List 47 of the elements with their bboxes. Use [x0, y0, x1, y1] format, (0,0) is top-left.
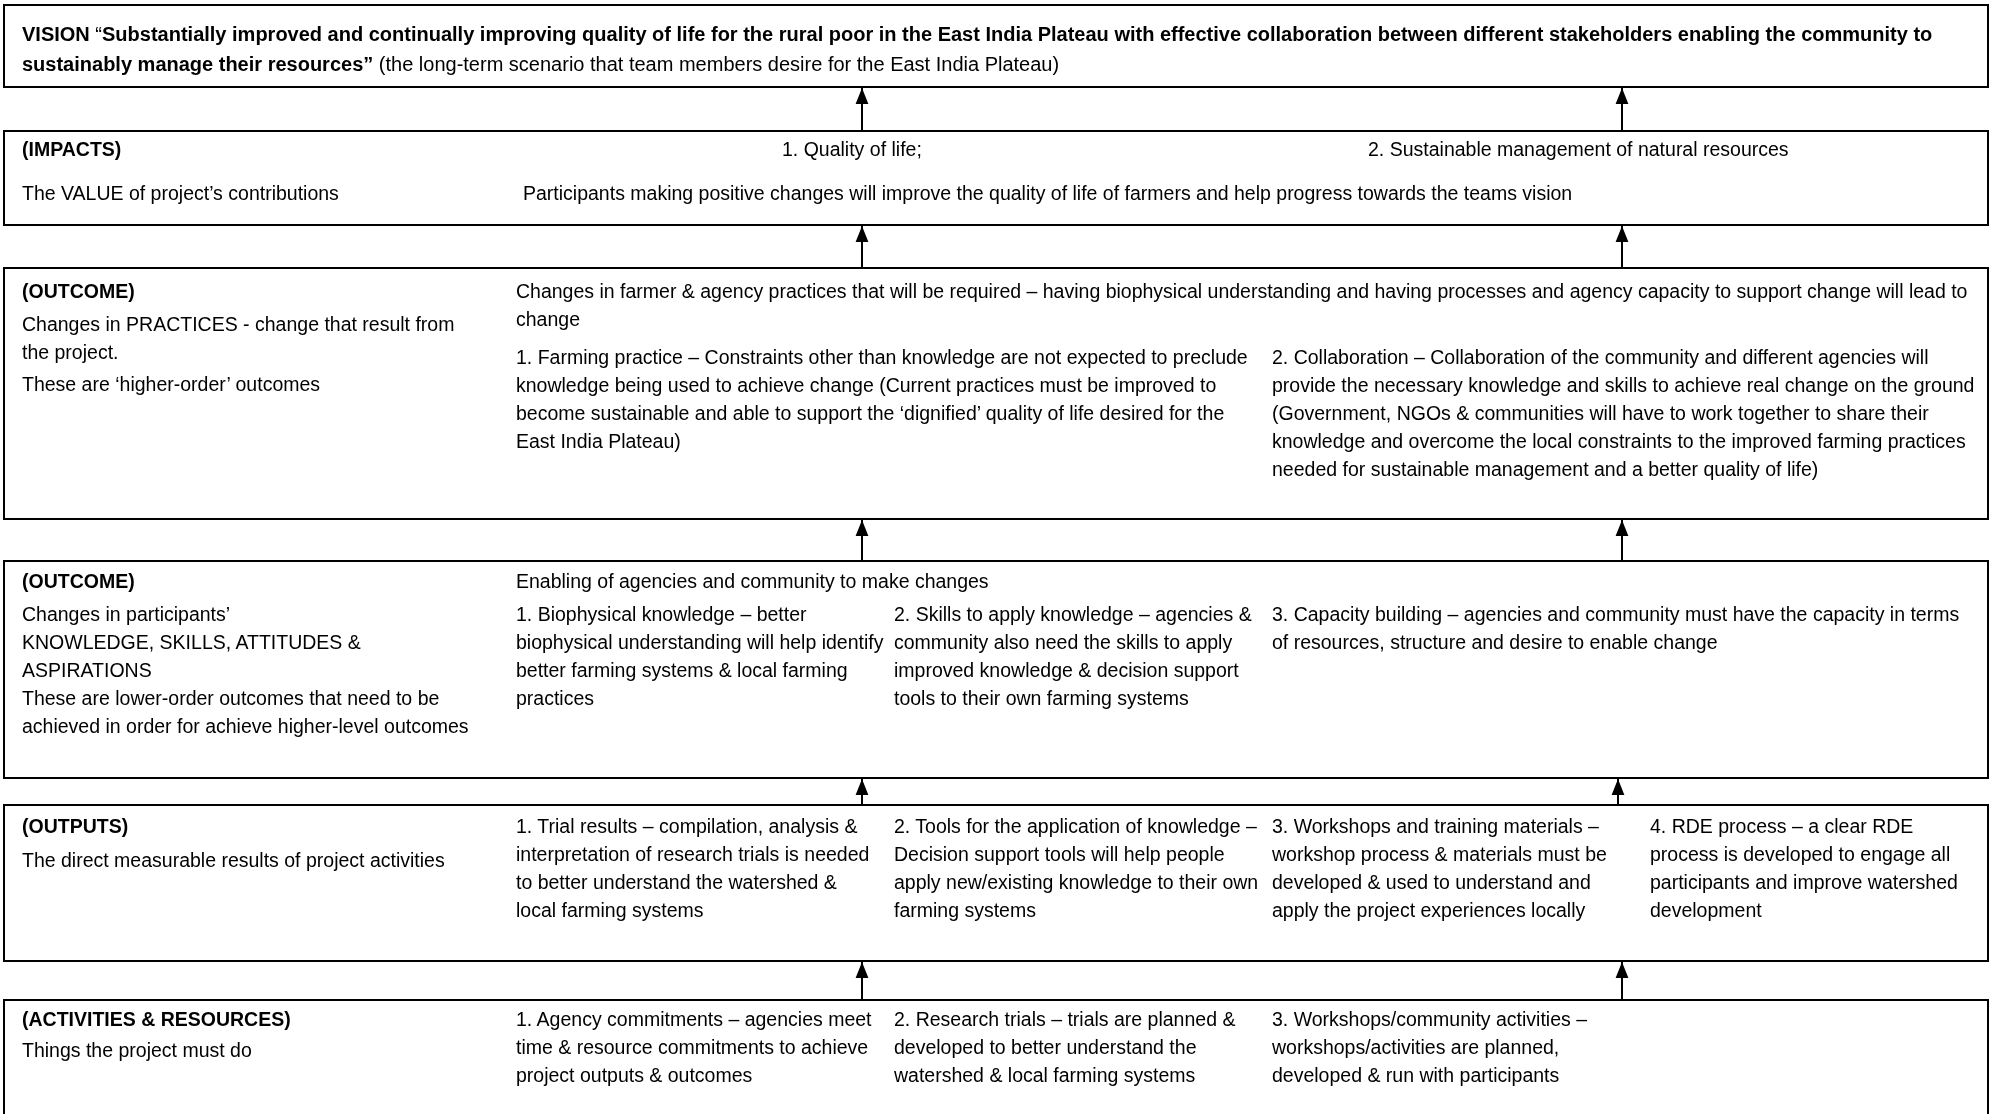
row-heading: (OUTCOME)	[22, 279, 136, 304]
description-text: KNOWLEDGE, SKILLS, ATTITUDES & ASPIRATIONS	[22, 630, 362, 683]
description-text: 1. Quality of life;	[782, 137, 923, 162]
arrow	[1615, 87, 1629, 131]
description-text: Enabling of agencies and community to make changes	[516, 569, 990, 594]
row-panel	[3, 267, 1989, 520]
description-text: Changes in participants’	[22, 602, 232, 627]
row-heading: (OUTPUTS)	[22, 814, 130, 839]
description-text: The direct measurable results of project activities	[22, 848, 446, 873]
description-text: 4. RDE process – a clear RDE process is developed to engage all participants and improve watershed development	[1650, 814, 1959, 923]
description-text: 3. Capacity building – agencies and community must have the capacity in terms of resources, structure and desire to enable change	[1272, 602, 1961, 655]
vision-statement: VISION “Substantially improved and continually improving quality of life for the rural poor in the East India Plateau with effective collaboration between different stakeholders enabling the community to sustainably manage their resources” (the long-term scenario that team members desire for the East India Plateau)	[22, 22, 1934, 77]
description-text: Participants making positive changes will improve the quality of life of farmers and help progress towards the teams vision	[523, 181, 1574, 206]
row-panel	[3, 130, 1989, 226]
arrow	[855, 87, 869, 131]
row-panel	[3, 4, 1989, 88]
arrow	[1615, 961, 1629, 1000]
description-text: 3. Workshops and training materials – workshop process & materials must be developed & used to understand and apply the project experiences locally	[1272, 814, 1608, 923]
description-text: The VALUE of project’s contributions	[22, 181, 340, 206]
description-text: Things the project must do	[22, 1038, 253, 1063]
row-heading: (IMPACTS)	[22, 137, 123, 162]
description-text: 1. Farming practice – Constraints other than knowledge are not expected to preclude knowledge being used to achieve change (Current practices must be improved to become sustainable and able to support the ‘dignified’ quality of life desired for the East India Plateau)	[516, 345, 1249, 454]
arrow	[1611, 778, 1625, 805]
description-text: 1. Agency commitments – agencies meet time & resource commitments to achieve project outputs & outcomes	[516, 1007, 873, 1088]
description-text: Changes in PRACTICES - change that result from the project.	[22, 312, 456, 365]
row-heading: (OUTCOME)	[22, 569, 136, 594]
row-panel	[3, 999, 1989, 1114]
description-text: 3. Workshops/community activities – workshops/activities are planned, developed & run with participants	[1272, 1007, 1588, 1088]
arrow	[855, 225, 869, 268]
description-text: 2. Tools for the application of knowledge – Decision support tools will help people apply new/existing knowledge to their own farming systems	[894, 814, 1259, 923]
arrow	[855, 519, 869, 561]
arrow	[1615, 225, 1629, 268]
description-text: These are ‘higher-order’ outcomes	[22, 372, 322, 397]
row-panel	[3, 804, 1989, 962]
row-panel	[3, 560, 1989, 779]
row-heading: (ACTIVITIES & RESOURCES)	[22, 1007, 292, 1032]
description-text: 1. Trial results – compilation, analysis & interpretation of research trials is needed to better understand the watershed & local farming systems	[516, 814, 871, 923]
description-text: 1. Biophysical knowledge – better biophysical understanding will help identify better farming systems & local farming practices	[516, 602, 885, 711]
description-text: These are lower-order outcomes that need to be achieved in order for achieve higher-level outcomes	[22, 686, 470, 739]
description-text: Changes in farmer & agency practices that will be required – having biophysical understanding and having processes and agency capacity to support change will lead to change	[516, 279, 1969, 332]
description-text: 2. Sustainable management of natural resources	[1368, 137, 1790, 162]
arrow	[1615, 519, 1629, 561]
arrow	[855, 961, 869, 1000]
description-text: 2. Skills to apply knowledge – agencies & community also need the skills to apply improved knowledge & decision support tools to their own farming systems	[894, 602, 1253, 711]
arrow	[855, 778, 869, 805]
description-text: 2. Research trials – trials are planned & developed to better understand the watershed & local farming systems	[894, 1007, 1237, 1088]
description-text: 2. Collaboration – Collaboration of the community and different agencies will provide the necessary knowledge and skills to achieve real change on the ground (Government, NGOs & communities will have to work together to share their knowledge and overcome the local constraints to the improved farming practices needed for sustainable management and a better quality of life)	[1272, 345, 1976, 482]
